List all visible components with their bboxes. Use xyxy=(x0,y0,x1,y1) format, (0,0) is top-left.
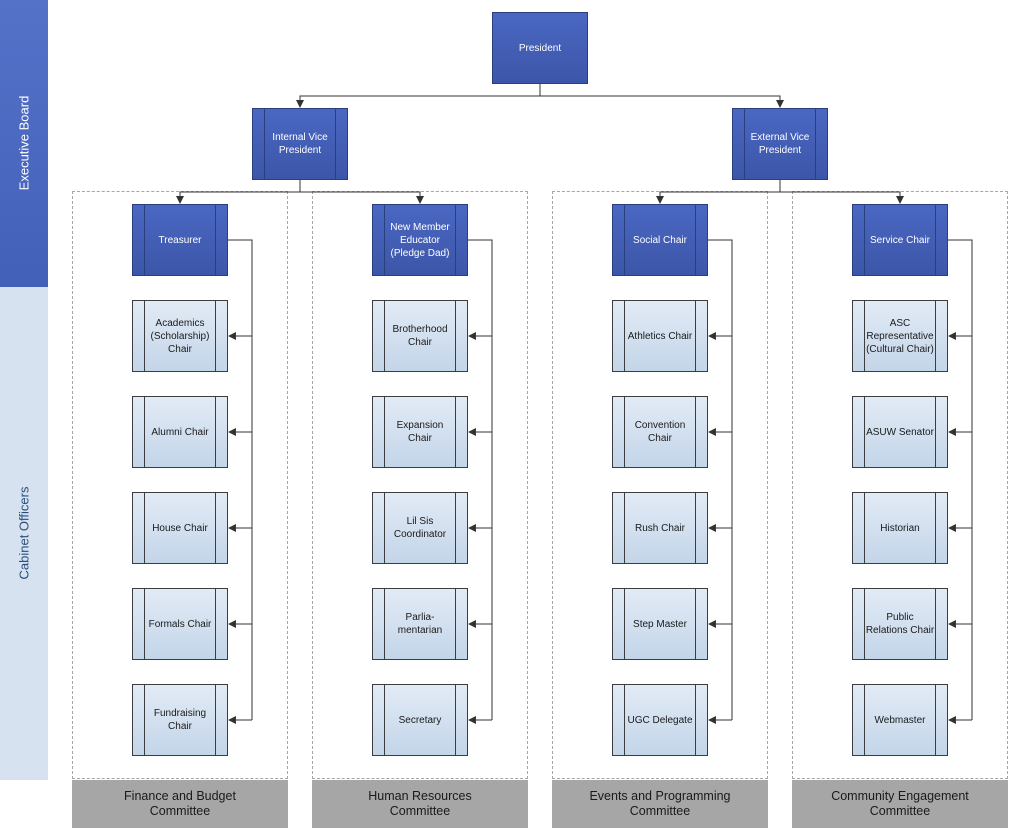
formals-chair-box[interactable]: Formals Chair xyxy=(132,588,228,660)
asuw-senator-box[interactable]: ASUW Senator xyxy=(852,396,948,468)
connector-internal-vp-to-new-member-educator xyxy=(300,191,424,204)
secretary-box[interactable]: Secretary xyxy=(372,684,468,756)
social-chair-label: Social Chair xyxy=(633,234,687,246)
expansion-chair-label: Expansion Chair xyxy=(396,420,444,444)
historian-label: Historian xyxy=(880,522,920,534)
convention-chair-label: Convention Chair xyxy=(634,420,686,444)
social-chair-box[interactable]: Social Chair xyxy=(612,204,708,276)
committee-community-label: Community Engagement Committee xyxy=(792,780,1008,828)
fundraising-chair-box[interactable]: Fundraising Chair xyxy=(132,684,228,756)
connector-spine-1 xyxy=(468,239,493,720)
asc-representative-box[interactable]: ASC Representative (Cultural Chair) xyxy=(852,300,948,372)
alumni-chair-label: Alumni Chair xyxy=(151,426,209,438)
academics-chair-label: Academics (Scholarship) Chair xyxy=(150,317,210,355)
internal-vice-president-label: Internal Vice President xyxy=(272,132,328,156)
historian-box[interactable]: Historian xyxy=(852,492,948,564)
ugc-delegate-box[interactable]: UGC Delegate xyxy=(612,684,708,756)
webmaster-label: Webmaster xyxy=(874,714,926,726)
asc-representative-label: ASC Representative (Cultural Chair) xyxy=(866,317,934,355)
rush-chair-label: Rush Chair xyxy=(634,522,686,534)
step-master-label: Step Master xyxy=(633,618,687,630)
internal-vice-president-box[interactable]: Internal Vice President xyxy=(252,108,348,180)
service-chair-box[interactable]: Service Chair xyxy=(852,204,948,276)
academics-chair-box[interactable]: Academics (Scholarship) Chair xyxy=(132,300,228,372)
external-vice-president-box[interactable]: External Vice President xyxy=(732,108,828,180)
rush-chair-box[interactable]: Rush Chair xyxy=(612,492,708,564)
athletics-chair-box[interactable]: Athletics Chair xyxy=(612,300,708,372)
parliamentarian-box[interactable]: Parlia- mentarian xyxy=(372,588,468,660)
fundraising-chair-label: Fundraising Chair xyxy=(153,708,207,732)
new-member-educator-box[interactable]: New Member Educator (Pledge Dad) xyxy=(372,204,468,276)
formals-chair-label: Formals Chair xyxy=(148,618,212,630)
ugc-delegate-label: UGC Delegate xyxy=(627,714,693,726)
webmaster-box[interactable]: Webmaster xyxy=(852,684,948,756)
connector-president-to-external-vp xyxy=(540,95,784,108)
brotherhood-chair-box[interactable]: Brotherhood Chair xyxy=(372,300,468,372)
cabinet-officers-band: Cabinet Officers xyxy=(0,287,48,780)
connector-spine-0 xyxy=(228,239,253,720)
committee-human-resources-label: Human Resources Committee xyxy=(312,780,528,828)
asuw-senator-label: ASUW Senator xyxy=(866,426,934,438)
connector-external-vp-to-service-chair xyxy=(780,191,904,204)
executive-board-band: Executive Board xyxy=(0,0,48,287)
committee-events-label: Events and Programming Committee xyxy=(552,780,768,828)
secretary-label: Secretary xyxy=(398,714,442,726)
connector-internal-vp-to-treasurer xyxy=(176,191,300,204)
house-chair-label: House Chair xyxy=(152,522,208,534)
lil-sis-coordinator-box[interactable]: Lil Sis Coordinator xyxy=(372,492,468,564)
alumni-chair-box[interactable]: Alumni Chair xyxy=(132,396,228,468)
athletics-chair-label: Athletics Chair xyxy=(627,330,693,342)
public-relations-chair-label: Public Relations Chair xyxy=(865,612,935,636)
external-vice-president-label: External Vice President xyxy=(750,132,810,156)
new-member-educator-label: New Member Educator (Pledge Dad) xyxy=(390,221,450,259)
connector-spine-3 xyxy=(948,239,973,720)
step-master-box[interactable]: Step Master xyxy=(612,588,708,660)
parliamentarian-label: Parlia- mentarian xyxy=(397,612,443,636)
expansion-chair-box[interactable]: Expansion Chair xyxy=(372,396,468,468)
house-chair-box[interactable]: House Chair xyxy=(132,492,228,564)
president-label: President xyxy=(518,42,562,54)
connector-spine-2 xyxy=(708,239,733,720)
treasurer-box[interactable]: Treasurer xyxy=(132,204,228,276)
president-box[interactable]: President xyxy=(492,12,588,84)
public-relations-chair-box[interactable]: Public Relations Chair xyxy=(852,588,948,660)
treasurer-label: Treasurer xyxy=(158,234,202,246)
service-chair-label: Service Chair xyxy=(869,234,931,246)
committee-finance-label: Finance and Budget Committee xyxy=(72,780,288,828)
connector-external-vp-to-social-chair xyxy=(656,191,780,204)
connector-president-to-internal-vp xyxy=(296,95,540,108)
convention-chair-box[interactable]: Convention Chair xyxy=(612,396,708,468)
brotherhood-chair-label: Brotherhood Chair xyxy=(392,324,448,348)
lil-sis-coordinator-label: Lil Sis Coordinator xyxy=(393,516,447,540)
